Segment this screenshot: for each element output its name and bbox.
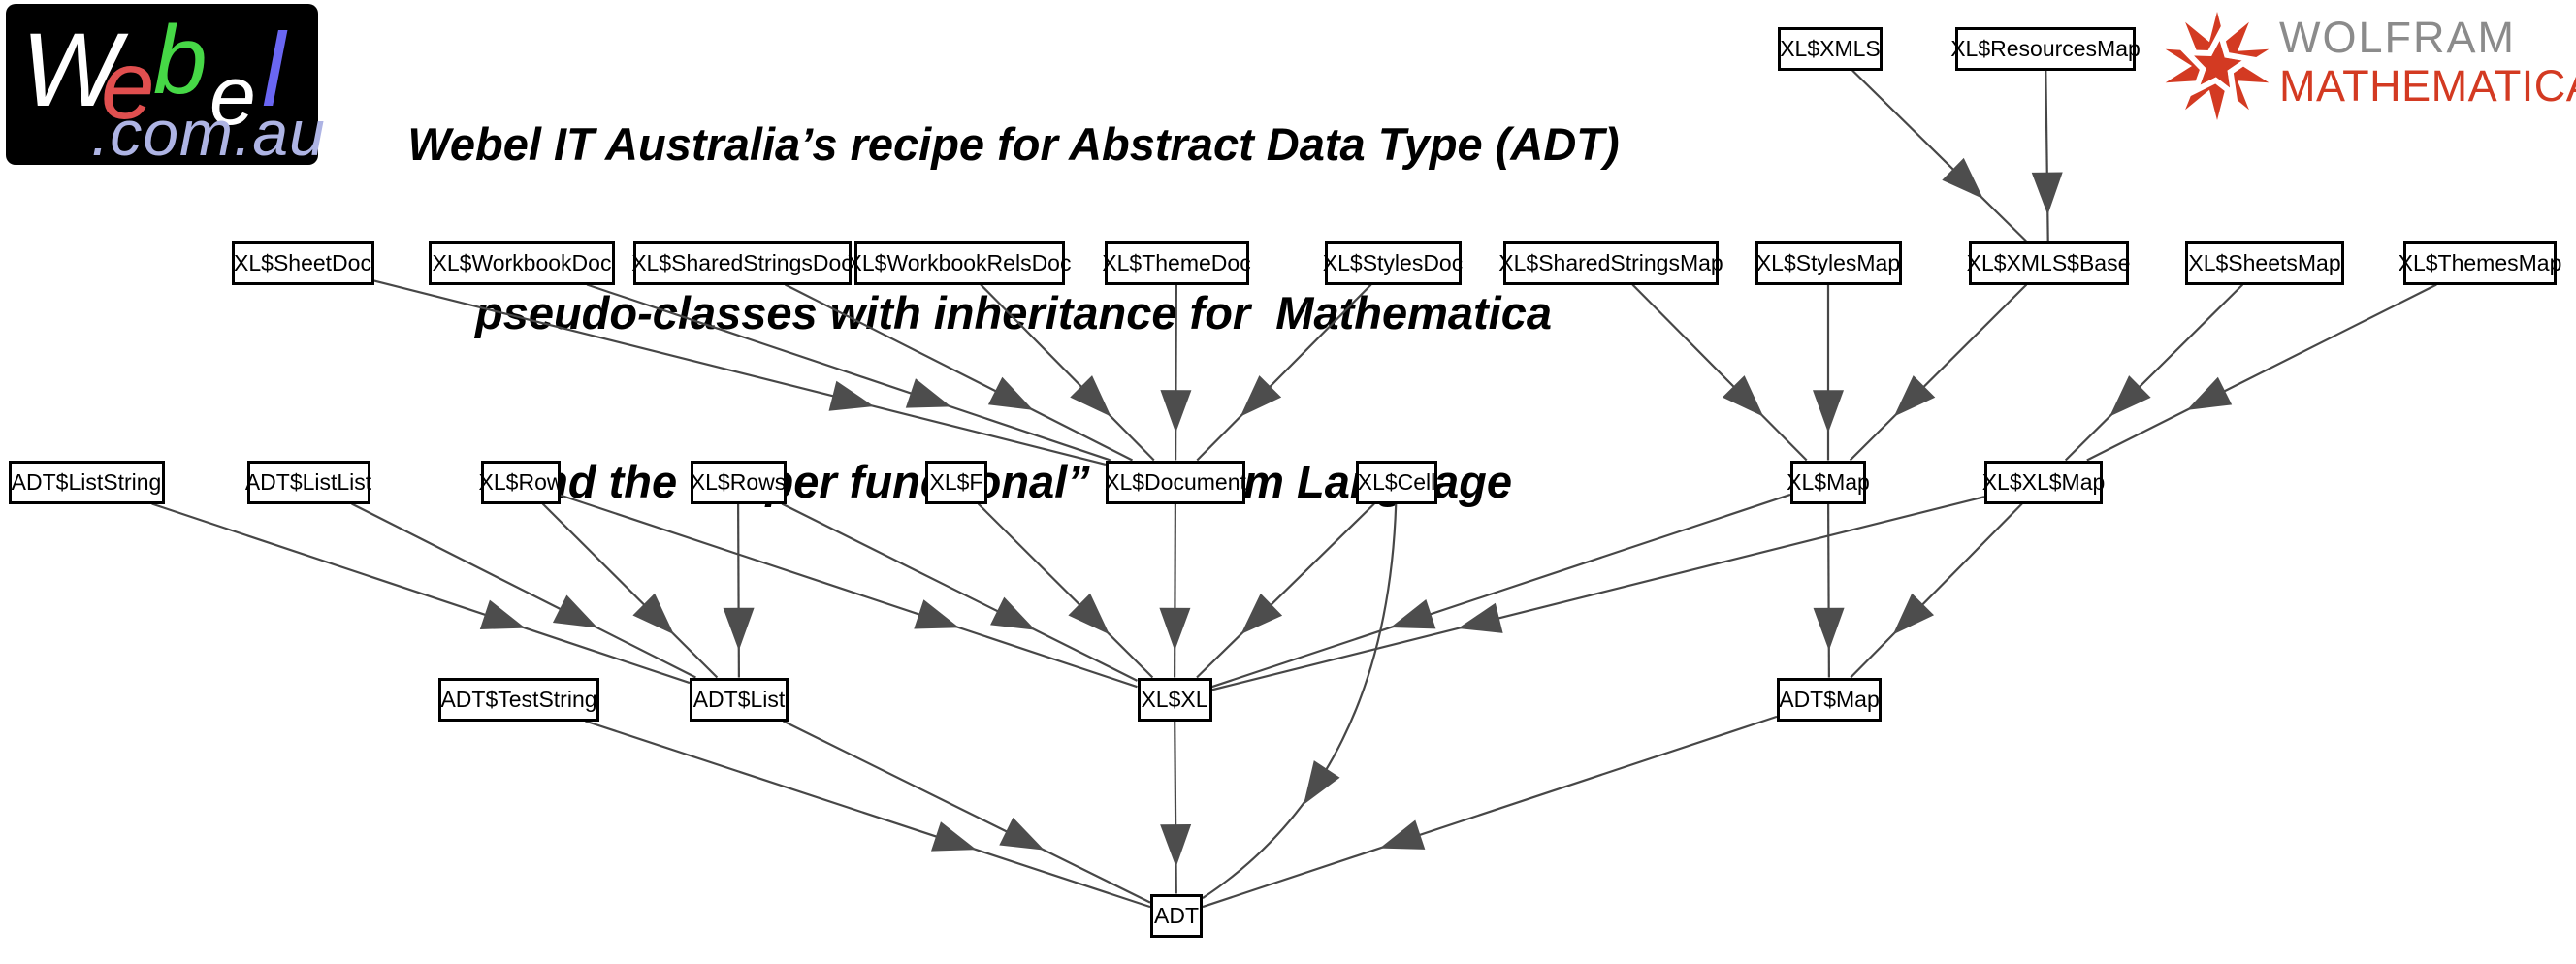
node-XL$Document: XL$Document — [1105, 460, 1246, 504]
node-XL$WorkbookRelsDoc: XL$WorkbookRelsDoc — [848, 241, 1071, 285]
node-XL$XMLS$Base: XL$XMLS$Base — [1967, 241, 2130, 285]
webel-letter-l: l — [262, 11, 285, 128]
node-ADT: ADT — [1150, 893, 1203, 938]
node-ADT$TestString: ADT$TestString — [438, 677, 599, 722]
node-XL$F: XL$F — [925, 460, 987, 504]
wolfram-spikey-icon — [2165, 12, 2270, 120]
title-line-2: pseudo-classes with inheritance for Math… — [474, 287, 1553, 338]
wolfram-wordmark: WOLFRAM — [2279, 13, 2516, 62]
node-XL$StylesDoc: XL$StylesDoc — [1323, 241, 1463, 285]
webel-logo: W e b e l .com.au — [6, 4, 325, 165]
node-XL$ThemesMap: XL$ThemesMap — [2399, 241, 2561, 285]
node-ADT$List: ADT$List — [690, 677, 789, 722]
node-XL$SheetDoc: XL$SheetDoc — [231, 241, 374, 285]
node-XL$ThemeDoc: XL$ThemeDoc — [1102, 241, 1251, 285]
node-XL$Map: XL$Map — [1787, 460, 1870, 504]
node-XL$WorkbookDoc: XL$WorkbookDoc — [429, 241, 615, 285]
node-XL$XMLS: XL$XMLS — [1778, 26, 1883, 71]
webel-letter-b: b — [153, 6, 208, 114]
node-XL$SharedStringsMap: XL$SharedStringsMap — [1498, 241, 1723, 285]
node-XL$XL$Map: XL$XL$Map — [1982, 460, 2105, 504]
node-XL$SharedStringsDoc: XL$SharedStringsDoc — [631, 241, 853, 285]
webel-domain-text: .com.au — [91, 97, 326, 169]
webel-letter-e1: e — [101, 31, 155, 140]
node-ADT$Map: ADT$Map — [1777, 677, 1882, 722]
node-ADT$ListString: ADT$ListString — [8, 460, 165, 504]
node-ADT$ListList: ADT$ListList — [245, 460, 371, 504]
webel-letter-e2: e — [209, 49, 256, 143]
node-XL$XL: XL$XL — [1137, 677, 1212, 722]
node-XL$Row: XL$Row — [479, 460, 563, 504]
node-XL$SheetsMap: XL$SheetsMap — [2185, 241, 2344, 285]
mathematica-wordmark: MATHEMATICA — [2279, 61, 2576, 111]
node-XL$Cell: XL$Cell — [1356, 460, 1437, 504]
wolfram-mathematica-logo: WOLFRAM MATHEMATICA — [2161, 4, 2576, 165]
title-line-1: Webel IT Australia’s recipe for Abstract… — [407, 118, 1620, 170]
webel-letter-w: W — [21, 11, 120, 128]
node-XL$StylesMap: XL$StylesMap — [1755, 241, 1902, 285]
node-XL$ResourcesMap: XL$ResourcesMap — [1950, 26, 2141, 71]
node-XL$Rows: XL$Rows — [690, 460, 787, 504]
